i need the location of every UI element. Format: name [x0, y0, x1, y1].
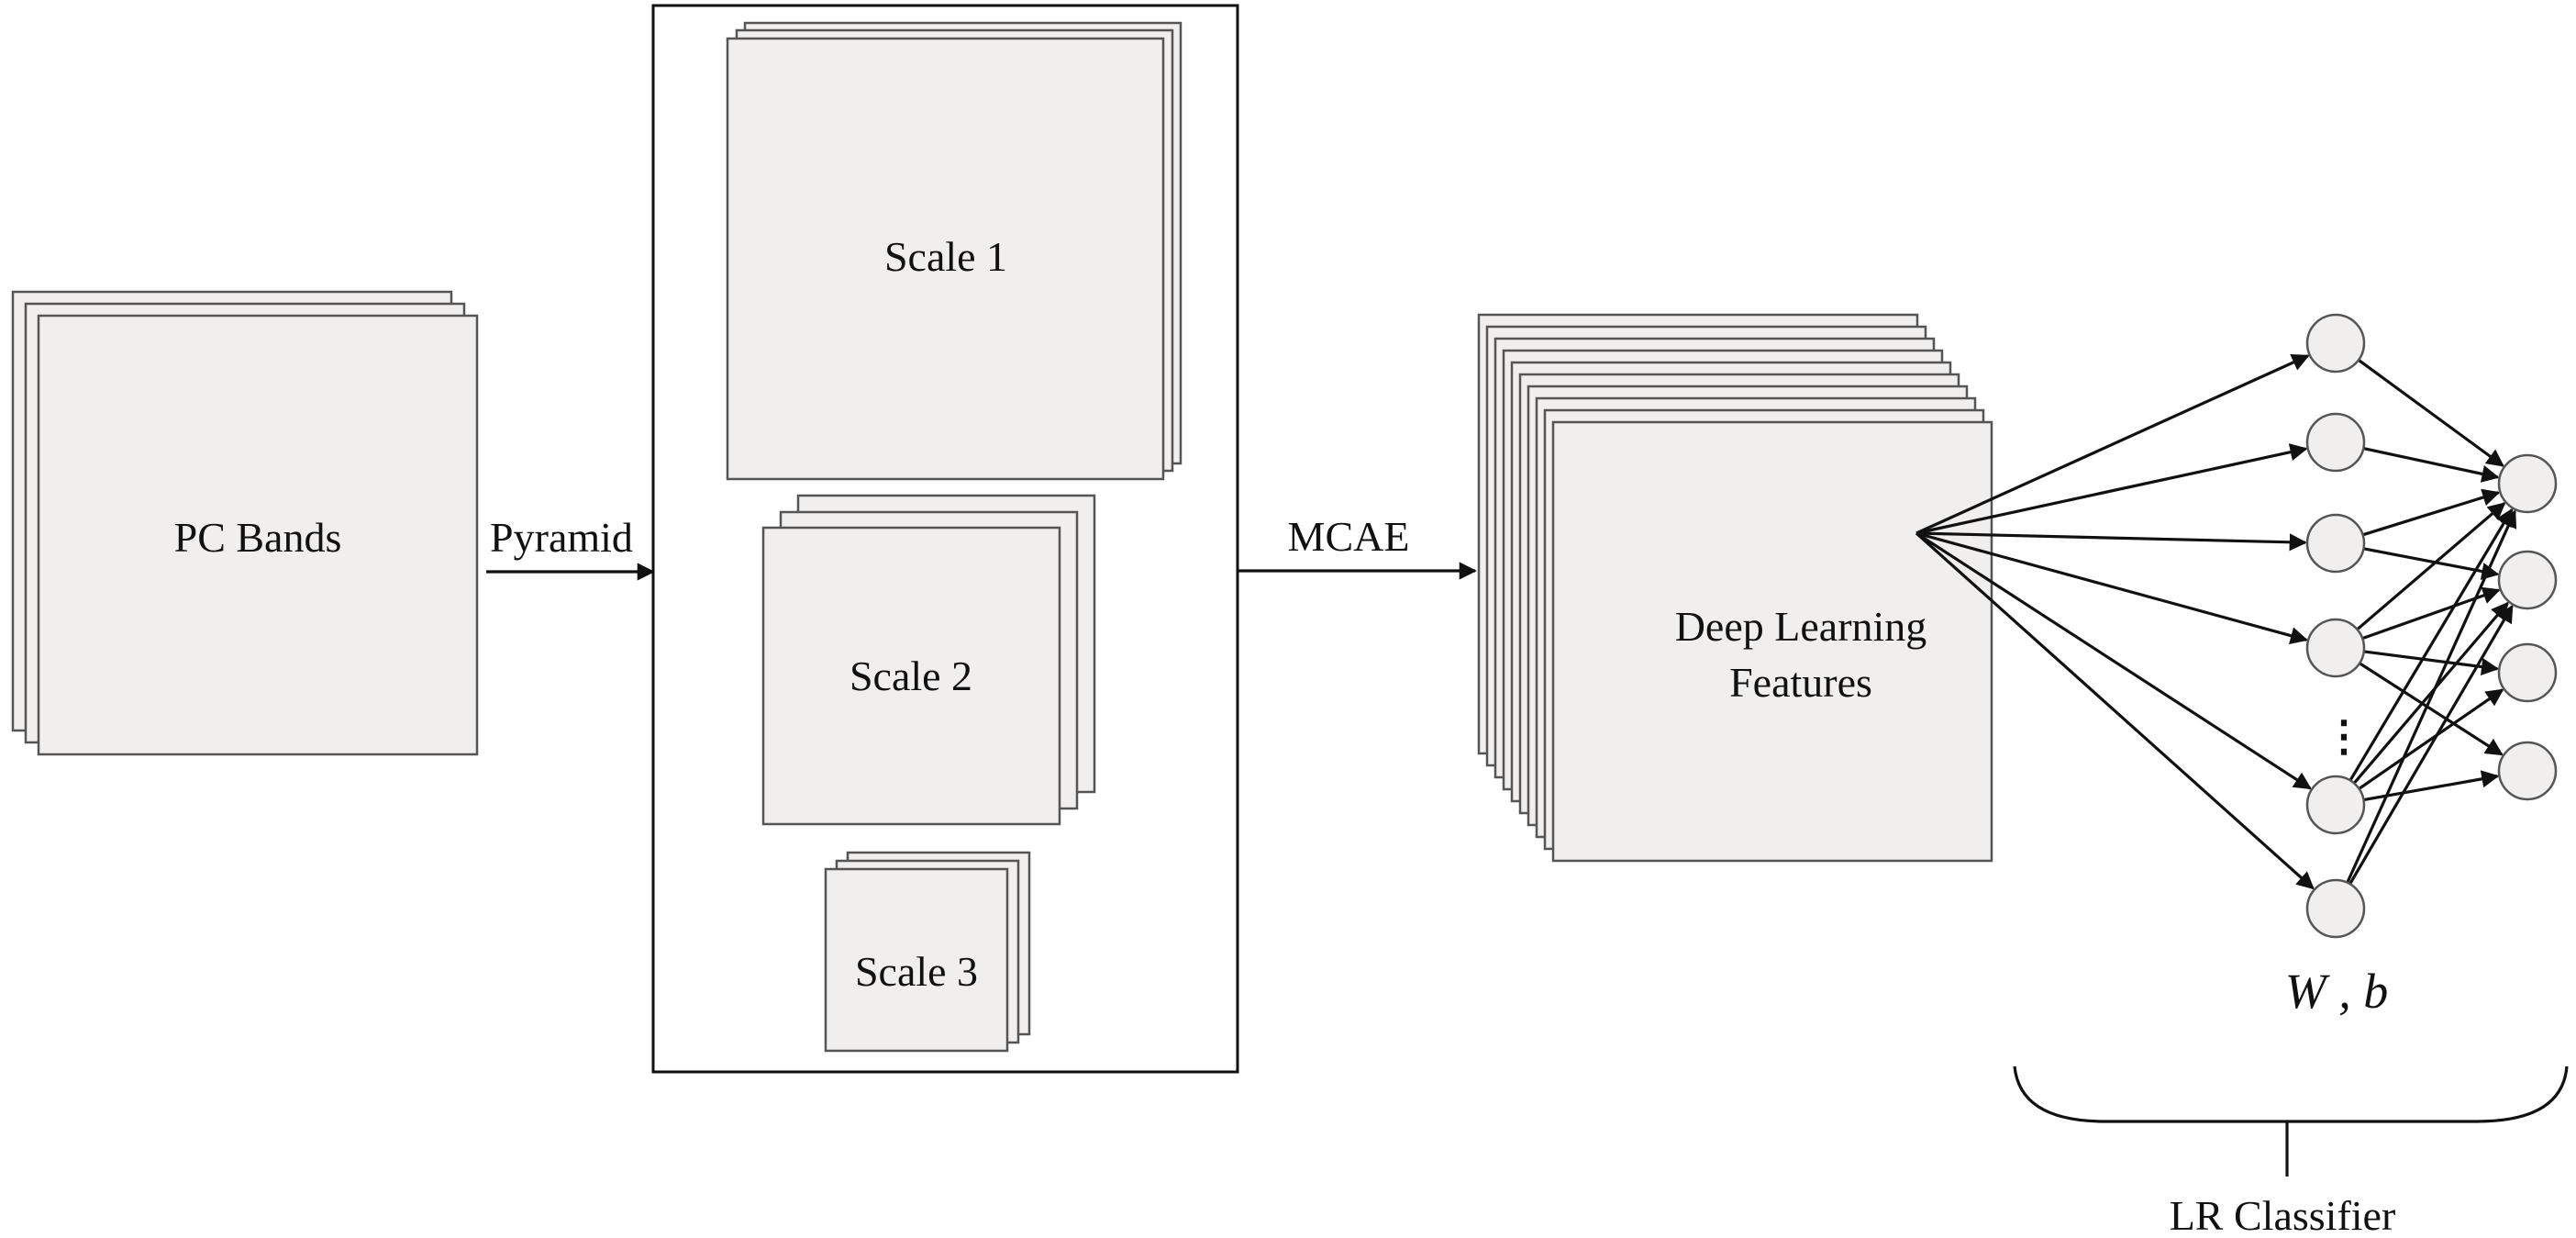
pc-bands-stack: PC Bands	[11, 290, 479, 756]
connection-line	[2348, 604, 2514, 886]
connection-line	[2358, 359, 2504, 467]
pyramid-arrow: Pyramid	[486, 514, 655, 581]
hidden-node	[2305, 878, 2366, 939]
connection-line	[1915, 354, 2310, 535]
connection-line	[2362, 488, 2501, 537]
connection-line	[2361, 586, 2501, 641]
connection-line	[1915, 531, 2312, 790]
output-node	[2497, 642, 2558, 703]
scale2-stack: Scale 2	[761, 494, 1096, 826]
output-node	[2497, 550, 2558, 610]
hidden-node	[2305, 513, 2366, 574]
feature-layer	[1551, 420, 1993, 863]
connection-line	[2359, 662, 2504, 756]
connection-line	[2363, 770, 2500, 802]
connection-line	[2358, 688, 2504, 790]
scale3-label: Scale 3	[855, 948, 978, 995]
pyramid-label: Pyramid	[490, 514, 633, 561]
connection-line	[1915, 531, 2315, 890]
scale2-label: Scale 2	[849, 652, 972, 699]
mcae-label: MCAE	[1288, 513, 1410, 560]
hidden-node	[2305, 618, 2366, 678]
hidden-node	[2305, 313, 2366, 374]
connection-line	[1915, 531, 2309, 644]
mcae-arrow: MCAE	[1238, 513, 1477, 580]
scales-frame	[651, 4, 1239, 1074]
lr-classifier-brace	[2013, 1065, 2569, 1123]
connection-line	[1915, 443, 2308, 535]
hidden-node	[2305, 412, 2366, 473]
pc-bands-label: PC Bands	[174, 514, 342, 561]
connection-line	[2362, 446, 2500, 483]
deep-learning-label-line2: Features	[1729, 659, 1872, 706]
connection-line	[2346, 509, 2517, 884]
vertical-dots: ⋮	[2323, 713, 2365, 760]
scale1-label: Scale 1	[884, 233, 1007, 280]
scale3-stack: Scale 3	[824, 851, 1031, 1053]
connection-line	[2348, 507, 2514, 782]
weights-label: W , b	[2285, 964, 2388, 1019]
connection-line	[2363, 547, 2500, 580]
network-nodes	[2305, 313, 2558, 939]
connection-line	[2356, 502, 2506, 631]
connection-line	[2352, 601, 2509, 785]
connection-line	[1915, 531, 2307, 552]
network-connections	[1915, 354, 2517, 890]
scale1-stack: Scale 1	[726, 21, 1183, 481]
connection-line	[2363, 650, 2500, 676]
output-node	[2497, 741, 2558, 801]
hidden-node	[2305, 775, 2366, 835]
lr-classifier-label: LR Classifier	[2170, 1192, 2396, 1238]
deep-learning-label-line1: Deep Learning	[1675, 603, 1927, 650]
output-node	[2497, 453, 2558, 514]
